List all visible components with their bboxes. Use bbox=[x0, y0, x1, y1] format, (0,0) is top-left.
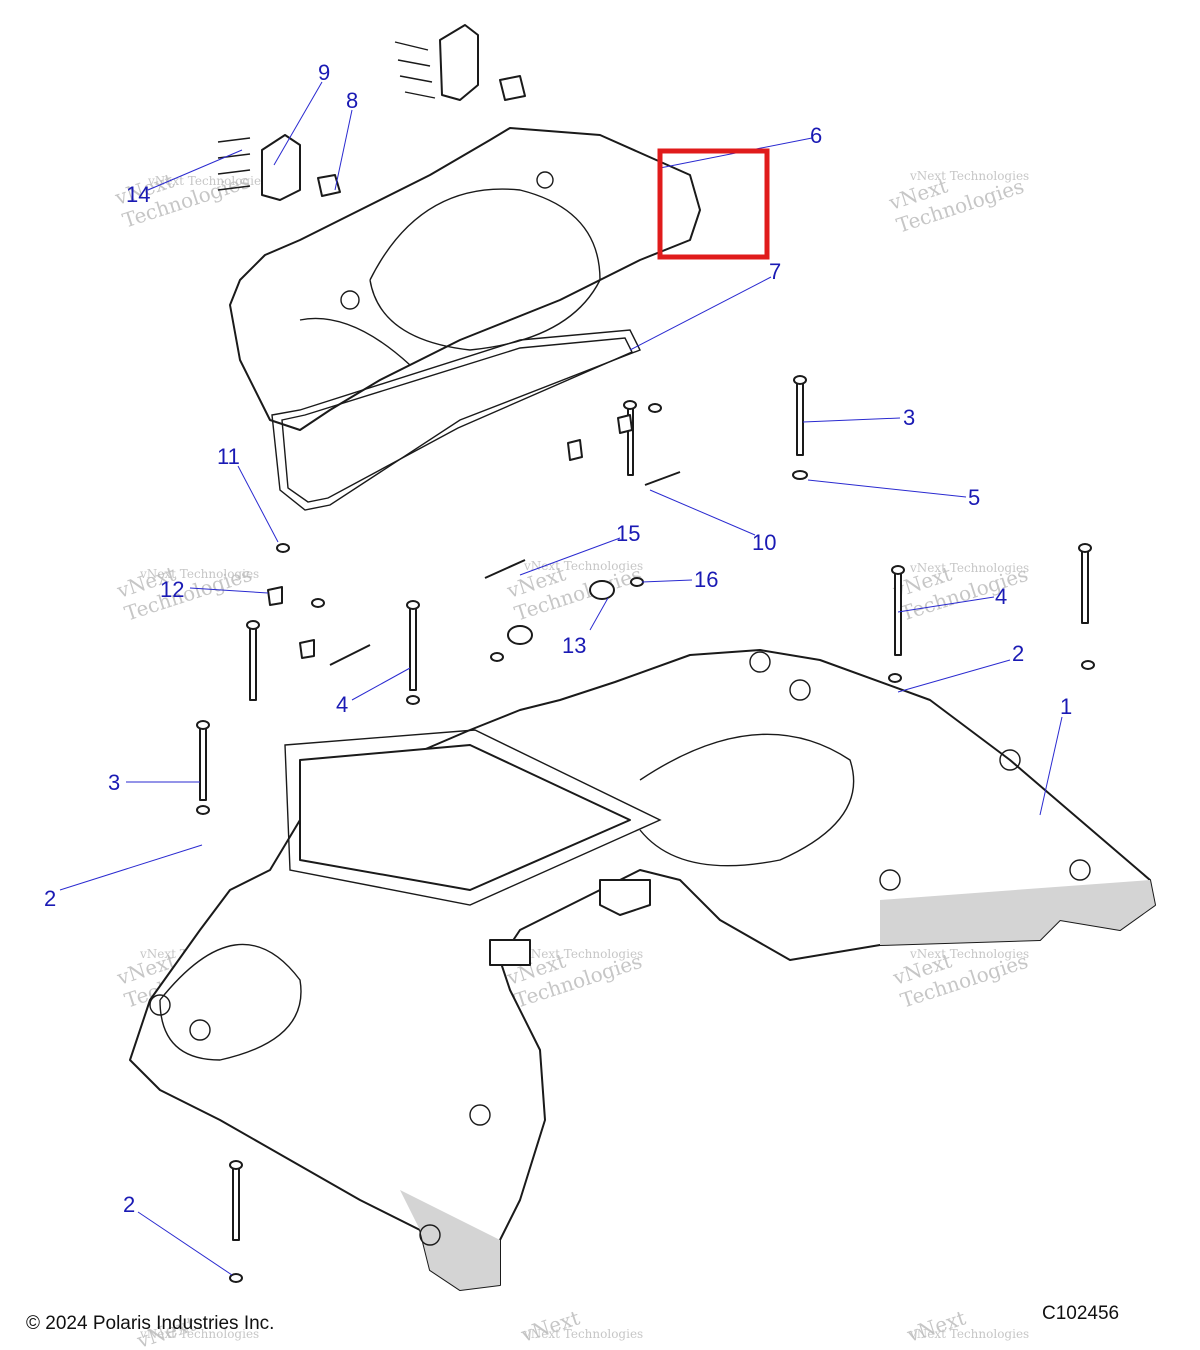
watermark: vNext Technologies bbox=[503, 561, 645, 625]
leader-8 bbox=[334, 109, 353, 191]
callout-12: 12 bbox=[160, 577, 184, 602]
callout-10: 10 bbox=[752, 530, 776, 555]
watermark-caption: vNext Technologies bbox=[909, 947, 1029, 961]
watermark: vNext Technologies bbox=[889, 561, 1031, 625]
callout-2: 2 bbox=[1012, 641, 1024, 666]
callout-6: 6 bbox=[810, 123, 822, 148]
watermark-caption: vNext Technologies bbox=[909, 1327, 1029, 1341]
leader-7 bbox=[629, 276, 772, 351]
watermark-caption: vNext Technologies bbox=[909, 169, 1029, 183]
callout-11: 11 bbox=[217, 444, 240, 469]
leader-4b bbox=[351, 667, 411, 701]
part-hinge-right bbox=[394, 24, 479, 101]
callout-labels: 1 2 2 2 3 3 4 4 5 6 7 8 9 10 11 12 13 14… bbox=[44, 60, 1072, 1217]
part-rack-base bbox=[129, 649, 1156, 1291]
callout-2: 2 bbox=[44, 886, 56, 911]
callout-4: 4 bbox=[336, 692, 348, 717]
diagram-id: C102456 bbox=[1042, 1303, 1120, 1324]
leader-4a bbox=[897, 596, 995, 613]
part-frame bbox=[271, 329, 641, 511]
leader-13 bbox=[589, 597, 609, 631]
callout-1: 1 bbox=[1060, 694, 1072, 719]
callout-8: 8 bbox=[346, 88, 358, 113]
leader-2b bbox=[59, 844, 203, 891]
leader-2c bbox=[137, 1211, 233, 1276]
watermark-caption: vNext Technologies bbox=[139, 1327, 259, 1341]
leader-1 bbox=[1039, 716, 1063, 816]
leader-12 bbox=[189, 587, 269, 594]
watermark-caption: vNext Technologies bbox=[909, 561, 1029, 575]
leader-16 bbox=[641, 579, 693, 583]
part-top-plate bbox=[229, 127, 701, 431]
part-clip bbox=[317, 75, 526, 197]
highlight-box bbox=[657, 148, 770, 260]
callout-15: 15 bbox=[616, 521, 640, 546]
leader-lines bbox=[59, 81, 1063, 1276]
watermark: vNext Technologies bbox=[885, 173, 1027, 237]
leader-9 bbox=[273, 81, 323, 166]
leader-10 bbox=[649, 489, 756, 536]
watermark-caption: vNext Technologies bbox=[523, 947, 643, 961]
callout-3: 3 bbox=[108, 770, 120, 795]
callout-13: 13 bbox=[562, 633, 586, 658]
leader-11 bbox=[237, 465, 279, 543]
callout-5: 5 bbox=[968, 485, 980, 510]
callout-3: 3 bbox=[903, 405, 915, 430]
watermark-caption: vNext Technologies bbox=[523, 559, 643, 573]
copyright-notice: © 2024 Polaris Industries Inc. bbox=[26, 1313, 275, 1334]
watermark-caption: vNext Technologies bbox=[139, 567, 259, 581]
leader-5 bbox=[807, 479, 967, 498]
callout-2: 2 bbox=[123, 1192, 135, 1217]
fasteners bbox=[196, 375, 1095, 1283]
leader-3a bbox=[802, 417, 901, 423]
callout-9: 9 bbox=[318, 60, 330, 85]
leader-15 bbox=[519, 537, 621, 576]
leader-14 bbox=[147, 149, 243, 191]
callout-14: 14 bbox=[126, 182, 150, 207]
leader-2a bbox=[897, 659, 1011, 693]
watermark-caption: vNext Technologies bbox=[523, 1327, 643, 1341]
part-hinge-left bbox=[217, 134, 301, 201]
callout-16: 16 bbox=[694, 567, 718, 592]
callout-7: 7 bbox=[769, 259, 781, 284]
callout-4: 4 bbox=[995, 584, 1007, 609]
